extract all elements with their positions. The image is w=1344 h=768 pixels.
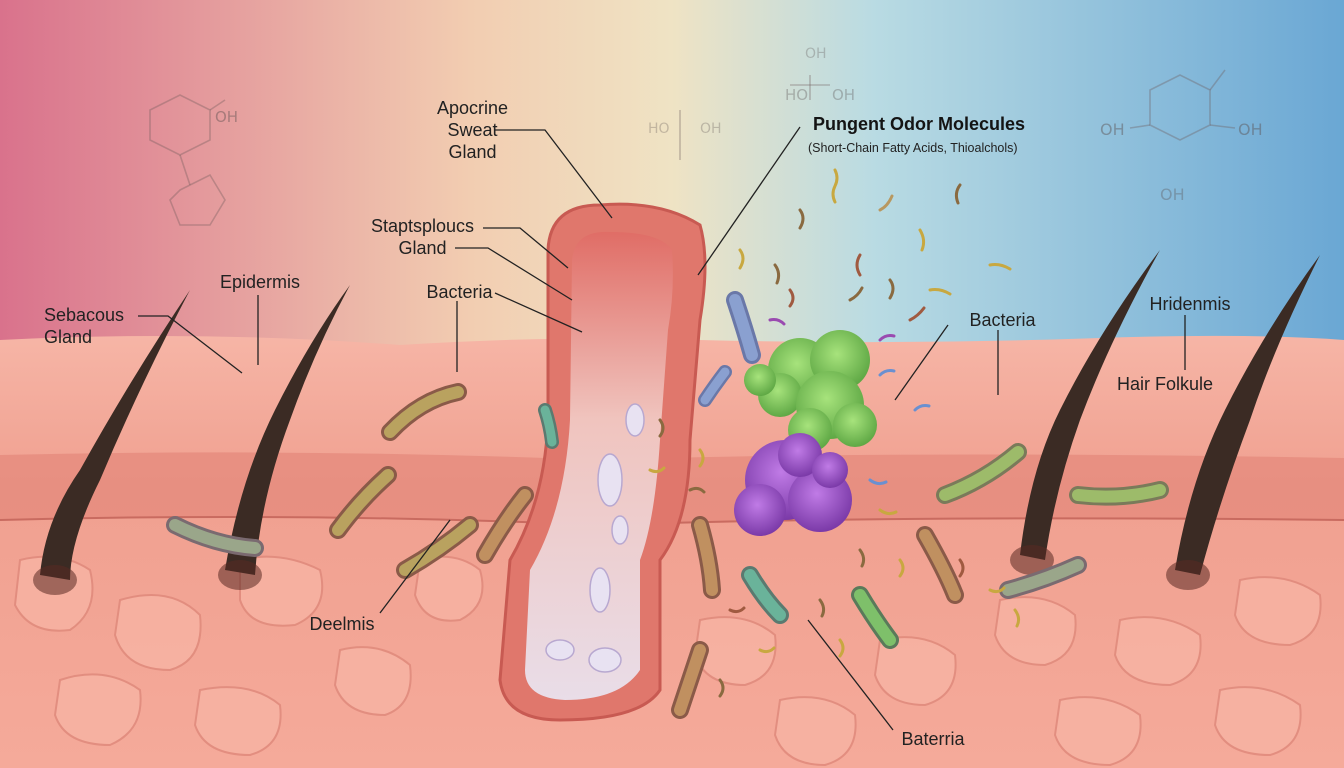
green-bacteria-cluster	[744, 330, 877, 452]
hair-follicle-label: Hair Folkule	[1116, 374, 1214, 394]
apocrine-gland-lumen	[525, 231, 673, 700]
rod-bacteria	[166, 291, 1169, 719]
purple-bacteria-cluster	[734, 433, 852, 536]
dermis-label: Deelmis	[309, 614, 375, 634]
chem-ho-1: HO	[785, 86, 808, 104]
pungent-odor-title: Pungent Odor Molecules	[813, 114, 1026, 134]
bacteria-right-label: Bacteria	[969, 310, 1036, 330]
chemical-structures	[149, 69, 1236, 226]
hair-shafts	[40, 250, 1320, 580]
pungent-odor-subtitle: (Short-Chain Fatty Acids, Thioalchols)	[808, 141, 1018, 155]
epidermis-label: Epidermis	[219, 272, 301, 292]
chem-oh-1: OH	[215, 108, 238, 126]
hridenmis-label: Hridenmis	[1149, 294, 1231, 314]
staptsploucs-gland-label: Staptsploucs Gland	[370, 216, 475, 258]
chem-oh-4: OH	[700, 121, 722, 137]
gland-vesicles	[545, 403, 645, 673]
hair-follicles	[33, 545, 1210, 595]
dermis-cells	[13, 555, 1322, 767]
odor-molecules	[648, 168, 1021, 698]
chem-oh-3: OH	[1238, 120, 1263, 139]
skin-layer	[0, 335, 1344, 768]
chem-oh-6: OH	[832, 86, 855, 104]
chem-oh-5: OH	[1160, 185, 1185, 204]
chem-oh-7: OH	[805, 46, 827, 62]
chem-oh-2: OH	[1100, 120, 1125, 139]
apocrine-sweat-gland-label: Apocrine Sweat Gland	[436, 98, 509, 162]
leader-lines	[138, 126, 1186, 731]
sebaceous-gland-label: Sebacous Gland	[44, 305, 125, 347]
baterria-label: Baterria	[901, 729, 965, 749]
bacteria-left-label: Bacteria	[426, 282, 493, 302]
chem-ho-2: HO	[648, 121, 670, 137]
